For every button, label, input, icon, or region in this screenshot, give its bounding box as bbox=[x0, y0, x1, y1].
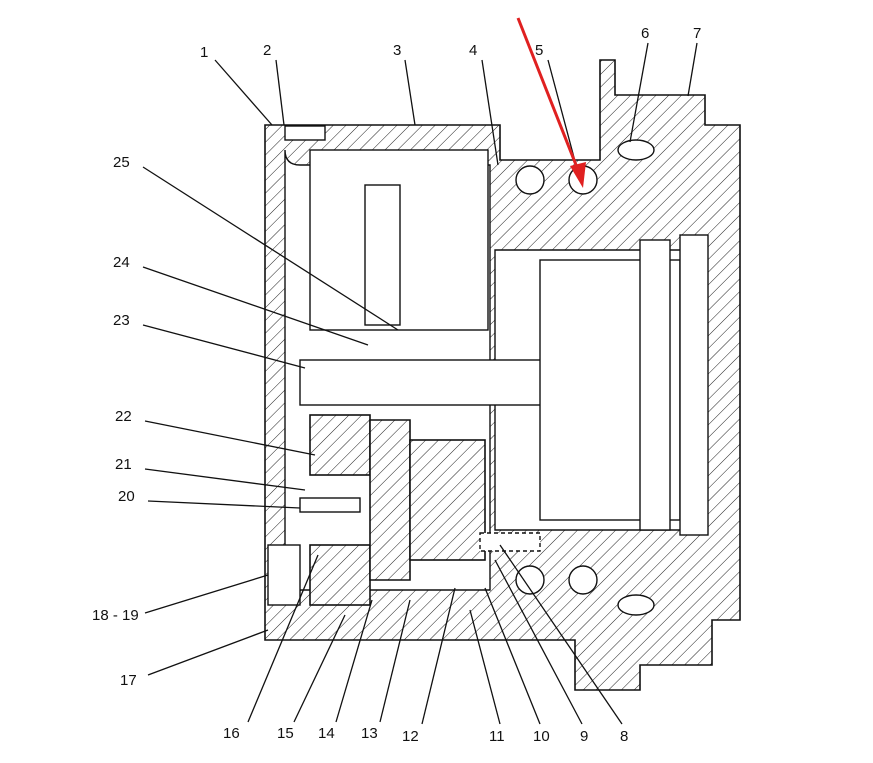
callout-9: 9 bbox=[580, 728, 588, 745]
planet-gears bbox=[309, 149, 489, 606]
callout-3: 3 bbox=[393, 42, 401, 59]
leader-lines bbox=[142, 42, 698, 725]
callout-21: 21 bbox=[115, 456, 132, 473]
callout-2: 2 bbox=[263, 42, 271, 59]
callout-13: 13 bbox=[361, 725, 378, 742]
highlight-arrow bbox=[516, 17, 586, 188]
callout-labels: 1 2 3 4 5 6 7 8 9 10 11 12 13 14 15 16 1… bbox=[92, 25, 701, 745]
callout-17: 17 bbox=[120, 672, 137, 689]
callout-14: 14 bbox=[318, 725, 335, 742]
callout-24: 24 bbox=[113, 254, 130, 271]
callout-12: 12 bbox=[402, 728, 419, 745]
callout-16: 16 bbox=[223, 725, 240, 742]
callout-1: 1 bbox=[200, 44, 208, 61]
callout-22: 22 bbox=[115, 408, 132, 425]
callout-8: 8 bbox=[620, 728, 628, 745]
callout-23: 23 bbox=[113, 312, 130, 329]
callout-10: 10 bbox=[533, 728, 550, 745]
callout-6: 6 bbox=[641, 25, 649, 42]
output-shaft bbox=[299, 234, 709, 536]
callout-7: 7 bbox=[693, 25, 701, 42]
callout-11: 11 bbox=[489, 728, 505, 745]
bearings bbox=[267, 125, 655, 616]
callout-15: 15 bbox=[277, 725, 294, 742]
callout-5: 5 bbox=[535, 42, 543, 59]
callout-4: 4 bbox=[469, 42, 477, 59]
callout-20: 20 bbox=[118, 488, 135, 505]
callout-18-19: 18 - 19 bbox=[92, 607, 139, 624]
callout-25: 25 bbox=[113, 154, 130, 171]
